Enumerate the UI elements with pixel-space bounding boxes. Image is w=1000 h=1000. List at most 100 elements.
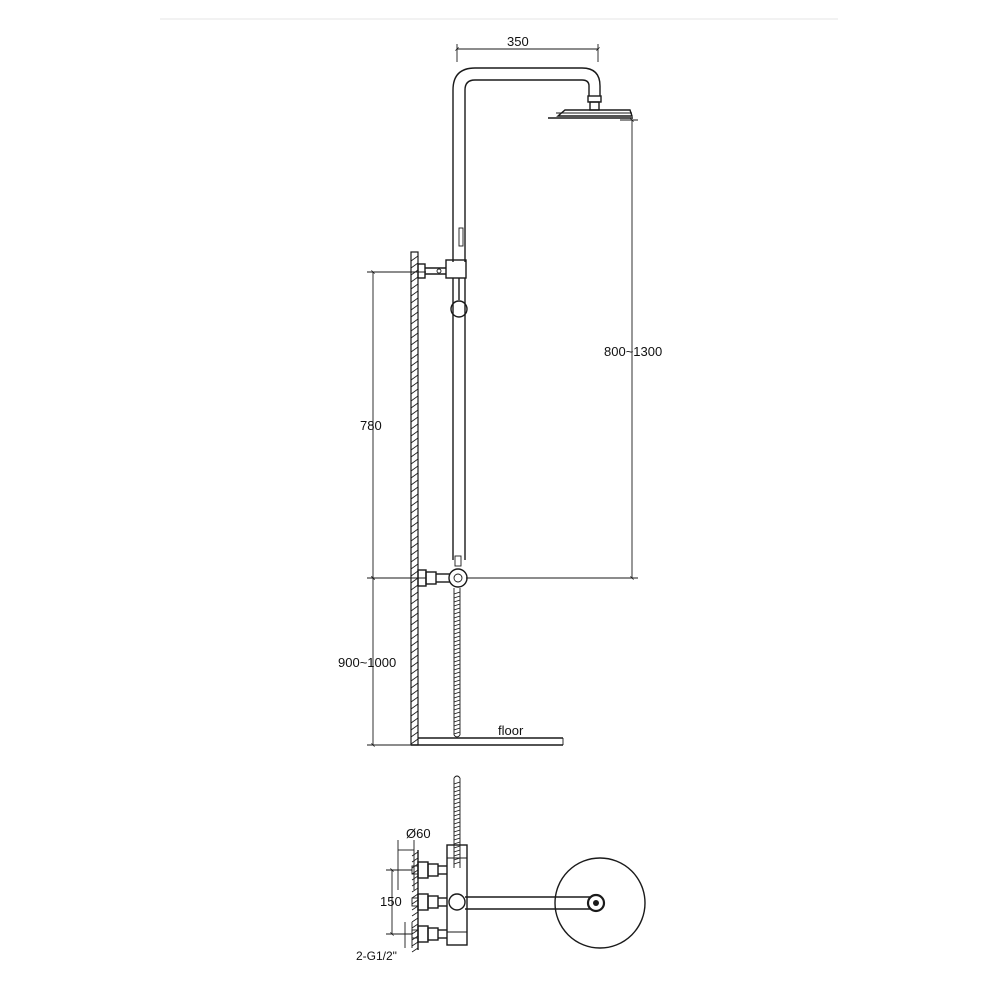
plan-hose bbox=[453, 775, 461, 868]
dimension-780-label: 780 bbox=[360, 418, 382, 433]
hatch-stroke bbox=[453, 607, 461, 611]
hatch-stroke bbox=[410, 535, 419, 542]
hatch-stroke bbox=[410, 598, 419, 605]
hatch-stroke bbox=[410, 717, 419, 724]
shower-hose bbox=[453, 588, 461, 738]
hatch-stroke bbox=[410, 612, 419, 619]
hatch-stroke bbox=[410, 402, 419, 409]
hatch-stroke bbox=[410, 346, 419, 353]
hatch-stroke bbox=[410, 381, 419, 388]
hatch-stroke bbox=[453, 591, 461, 595]
hatch-stroke bbox=[453, 833, 461, 837]
hose-coils bbox=[453, 591, 461, 735]
hatch-stroke bbox=[410, 507, 419, 514]
hatch-stroke bbox=[410, 675, 419, 682]
plan-riser bbox=[446, 844, 468, 946]
hatch-stroke bbox=[410, 339, 419, 346]
hatch-stroke bbox=[453, 731, 461, 735]
hatch-stroke bbox=[453, 825, 461, 829]
hatch-stroke bbox=[453, 599, 461, 603]
hatch-stroke bbox=[411, 941, 419, 947]
hatch-stroke bbox=[411, 905, 419, 911]
connection-label: 2-G1/2" bbox=[356, 949, 397, 963]
hatch-stroke bbox=[410, 500, 419, 507]
hatch-stroke bbox=[410, 332, 419, 339]
hatch-stroke bbox=[410, 311, 419, 318]
hatch-stroke bbox=[410, 605, 419, 612]
hatch-stroke bbox=[410, 367, 419, 374]
hatch-stroke bbox=[410, 479, 419, 486]
hatch-stroke bbox=[453, 635, 461, 639]
hatch-stroke bbox=[410, 521, 419, 528]
hatch-stroke bbox=[453, 611, 461, 615]
plan-outlet-bottom bbox=[411, 925, 447, 943]
hatch-stroke bbox=[453, 861, 461, 865]
hatch-stroke bbox=[410, 710, 419, 717]
hatch-stroke bbox=[410, 591, 419, 598]
hatch-stroke bbox=[410, 542, 419, 549]
hatch-stroke bbox=[453, 651, 461, 655]
hatch-stroke bbox=[410, 290, 419, 297]
hatch-stroke bbox=[411, 917, 419, 923]
hatch-stroke bbox=[410, 654, 419, 661]
dimension-diameter-label: Ø60 bbox=[406, 826, 431, 841]
hatch-stroke bbox=[410, 360, 419, 367]
hatch-stroke bbox=[453, 687, 461, 691]
hatch-stroke bbox=[453, 603, 461, 607]
hatch-stroke bbox=[410, 619, 419, 626]
hatch-stroke bbox=[410, 444, 419, 451]
dimension-900-1000-label: 900~1000 bbox=[338, 655, 396, 670]
hatch-stroke bbox=[410, 451, 419, 458]
dimension-900-1000 bbox=[367, 576, 411, 747]
dimension-800-1300 bbox=[466, 118, 638, 580]
hatch-stroke bbox=[453, 821, 461, 825]
hatch-stroke bbox=[453, 691, 461, 695]
hatch-stroke bbox=[411, 857, 419, 863]
hatch-stroke bbox=[410, 283, 419, 290]
hatch-stroke bbox=[410, 374, 419, 381]
hatch-stroke bbox=[410, 255, 419, 262]
hatch-stroke bbox=[410, 276, 419, 283]
plan-view: Ø60 150 2-G1/2" bbox=[356, 775, 646, 963]
hatch-stroke bbox=[453, 719, 461, 723]
dimension-800-1300-label: 800~1300 bbox=[604, 344, 662, 359]
connection-leader bbox=[404, 922, 413, 948]
hatch-stroke bbox=[411, 887, 419, 893]
hatch-stroke bbox=[453, 699, 461, 703]
hatch-stroke bbox=[411, 875, 419, 881]
hatch-stroke bbox=[410, 318, 419, 325]
hatch-stroke bbox=[453, 631, 461, 635]
hatch-stroke bbox=[453, 675, 461, 679]
hatch-stroke bbox=[453, 619, 461, 623]
hatch-stroke bbox=[410, 738, 419, 745]
hatch-stroke bbox=[411, 929, 419, 935]
hatch-stroke bbox=[453, 679, 461, 683]
plan-wall bbox=[411, 850, 419, 953]
hatch-stroke bbox=[453, 727, 461, 731]
hatch-stroke bbox=[410, 633, 419, 640]
hatch-stroke bbox=[453, 623, 461, 627]
hatch-stroke bbox=[410, 563, 419, 570]
hatch-stroke bbox=[453, 615, 461, 619]
hatch-stroke bbox=[453, 841, 461, 845]
upper-wall-bracket bbox=[417, 259, 467, 279]
hatch-stroke bbox=[453, 715, 461, 719]
hatch-stroke bbox=[453, 647, 461, 651]
dimension-780 bbox=[367, 270, 426, 580]
hatch-stroke bbox=[411, 869, 419, 875]
hatch-stroke bbox=[410, 458, 419, 465]
hatch-stroke bbox=[410, 668, 419, 675]
hatch-stroke bbox=[453, 671, 461, 675]
rain-shower-head bbox=[548, 109, 633, 119]
hatch-stroke bbox=[453, 817, 461, 821]
hatch-stroke bbox=[410, 731, 419, 738]
hatch-stroke bbox=[453, 805, 461, 809]
hatch-stroke bbox=[410, 269, 419, 276]
hatch-stroke bbox=[453, 695, 461, 699]
hatch-stroke bbox=[411, 893, 419, 899]
dimension-150-label: 150 bbox=[380, 894, 402, 909]
hatch-stroke bbox=[453, 683, 461, 687]
hatch-stroke bbox=[453, 793, 461, 797]
hatch-stroke bbox=[410, 297, 419, 304]
hatch-stroke bbox=[410, 416, 419, 423]
